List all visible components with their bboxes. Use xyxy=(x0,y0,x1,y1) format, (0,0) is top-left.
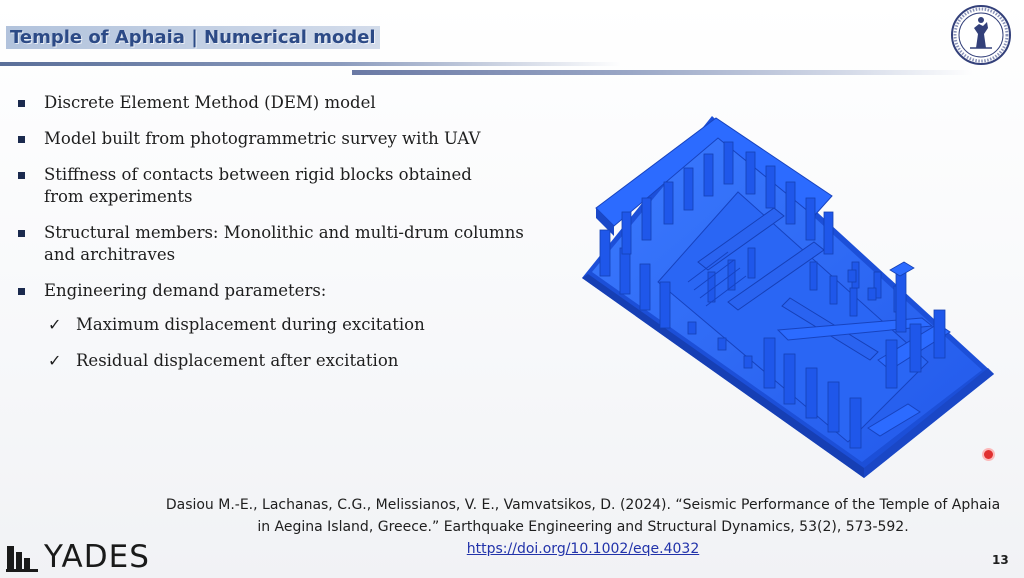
checkmark-icon: ✓ xyxy=(48,315,62,334)
sub-bullet-item: ✓ Residual displacement after excitation xyxy=(44,350,554,372)
title-bar: Temple of Aphaia | Numerical model xyxy=(0,22,620,54)
doi-link[interactable]: https://doi.org/10.1002/eqe.4032 xyxy=(466,541,700,557)
laser-pointer-icon xyxy=(984,450,993,459)
header-rule-light xyxy=(352,70,972,75)
yades-columns-icon xyxy=(6,546,38,572)
checkmark-icon: ✓ xyxy=(48,351,62,370)
slide-title: Temple of Aphaia | Numerical model xyxy=(6,26,380,49)
bullet-text: Model built from photogrammetric survey … xyxy=(44,129,481,148)
temple-model-image xyxy=(582,116,994,478)
bullet-text: Structural members: Monolithic and multi… xyxy=(44,223,524,264)
page-number: 13 xyxy=(992,553,1009,567)
bullet-item: Engineering demand parameters: ✓ Maximum… xyxy=(14,280,554,372)
citation: Dasiou M.-E., Lachanas, C.G., Melissiano… xyxy=(150,494,1016,560)
bullet-list: Discrete Element Method (DEM) model Mode… xyxy=(14,92,554,386)
citation-line-1: Dasiou M.-E., Lachanas, C.G., Melissiano… xyxy=(165,497,1001,513)
bullet-item: Discrete Element Method (DEM) model xyxy=(14,92,554,114)
bullet-text: Stiffness of contacts between rigid bloc… xyxy=(44,165,472,206)
yades-brand: YADES xyxy=(6,539,150,575)
header-rule-dark xyxy=(0,62,620,66)
square-bullet-icon xyxy=(18,288,25,295)
bullet-item: Model built from photogrammetric survey … xyxy=(14,128,554,150)
square-bullet-icon xyxy=(18,100,25,107)
sub-bullet-item: ✓ Maximum displacement during excitation xyxy=(44,314,554,336)
brand-name: YADES xyxy=(44,539,150,575)
sub-bullet-text: Maximum displacement during excitation xyxy=(76,315,425,334)
bullet-text: Engineering demand parameters: xyxy=(44,281,327,300)
bullet-item: Structural members: Monolithic and multi… xyxy=(14,222,534,266)
sub-bullet-text: Residual displacement after excitation xyxy=(76,351,399,370)
bullet-text: Discrete Element Method (DEM) model xyxy=(44,93,376,112)
sub-bullet-list: ✓ Maximum displacement during excitation… xyxy=(44,314,554,372)
citation-line-2: in Aegina Island, Greece.” Earthquake En… xyxy=(257,519,909,535)
ntua-seal-icon xyxy=(951,5,1011,65)
bullet-item: Stiffness of contacts between rigid bloc… xyxy=(14,164,514,208)
square-bullet-icon xyxy=(18,172,25,179)
square-bullet-icon xyxy=(18,136,25,143)
square-bullet-icon xyxy=(18,230,25,237)
